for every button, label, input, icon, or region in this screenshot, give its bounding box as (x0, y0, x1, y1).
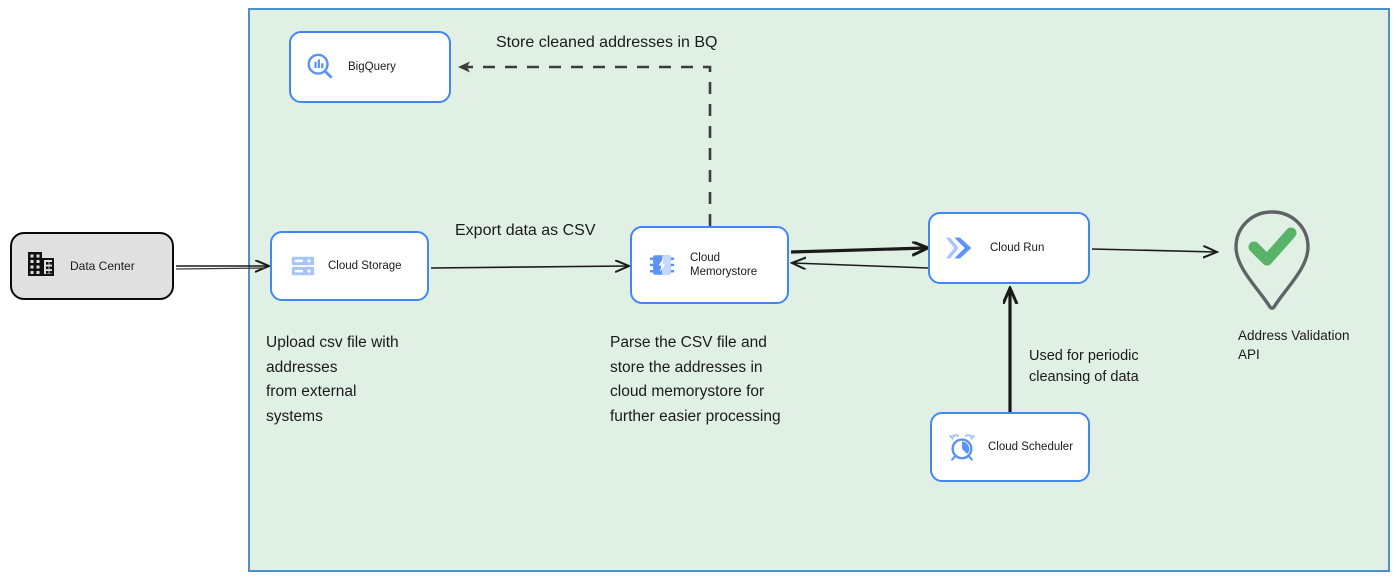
map-pin-check-icon (1222, 206, 1322, 321)
annotation-export-csv: Export data as CSV (455, 222, 596, 239)
cloud-storage-icon (290, 253, 316, 279)
annotation-upload-csv: Upload csv file with addresses from exte… (266, 334, 399, 425)
cloud-scheduler-icon (948, 433, 976, 461)
annotation-periodic-cleansing: Used for periodic cleansing of data (1029, 348, 1139, 385)
node-label: Cloud Run (990, 242, 1045, 254)
cloud-memorystore-icon (648, 251, 676, 279)
node-label: Address Validation API (1238, 328, 1350, 362)
cloud-run-icon (944, 234, 976, 262)
node-label: Cloud Storage (328, 260, 402, 272)
node-cloud-run[interactable]: Cloud Run (928, 212, 1090, 284)
node-label: Cloud Scheduler (988, 441, 1074, 453)
annotation-parse-csv: Parse the CSV file and store the address… (610, 334, 781, 425)
node-cloud-memorystore[interactable]: Cloud Memorystore (630, 226, 789, 304)
node-label: Cloud Memorystore (690, 252, 758, 278)
node-bigquery[interactable]: BigQuery (289, 31, 451, 103)
node-label: Data Center (70, 259, 135, 273)
node-address-validation-api[interactable]: Address Validation API (1222, 206, 1394, 366)
bigquery-icon (305, 52, 335, 82)
node-label: BigQuery (348, 61, 396, 73)
node-cloud-scheduler[interactable]: Cloud Scheduler (930, 412, 1090, 482)
annotation-store-in-bq: Store cleaned addresses in BQ (496, 34, 718, 51)
datacenter-building-icon (26, 249, 56, 284)
node-cloud-storage[interactable]: Cloud Storage (270, 231, 429, 301)
node-data-center[interactable]: Data Center (10, 232, 174, 300)
